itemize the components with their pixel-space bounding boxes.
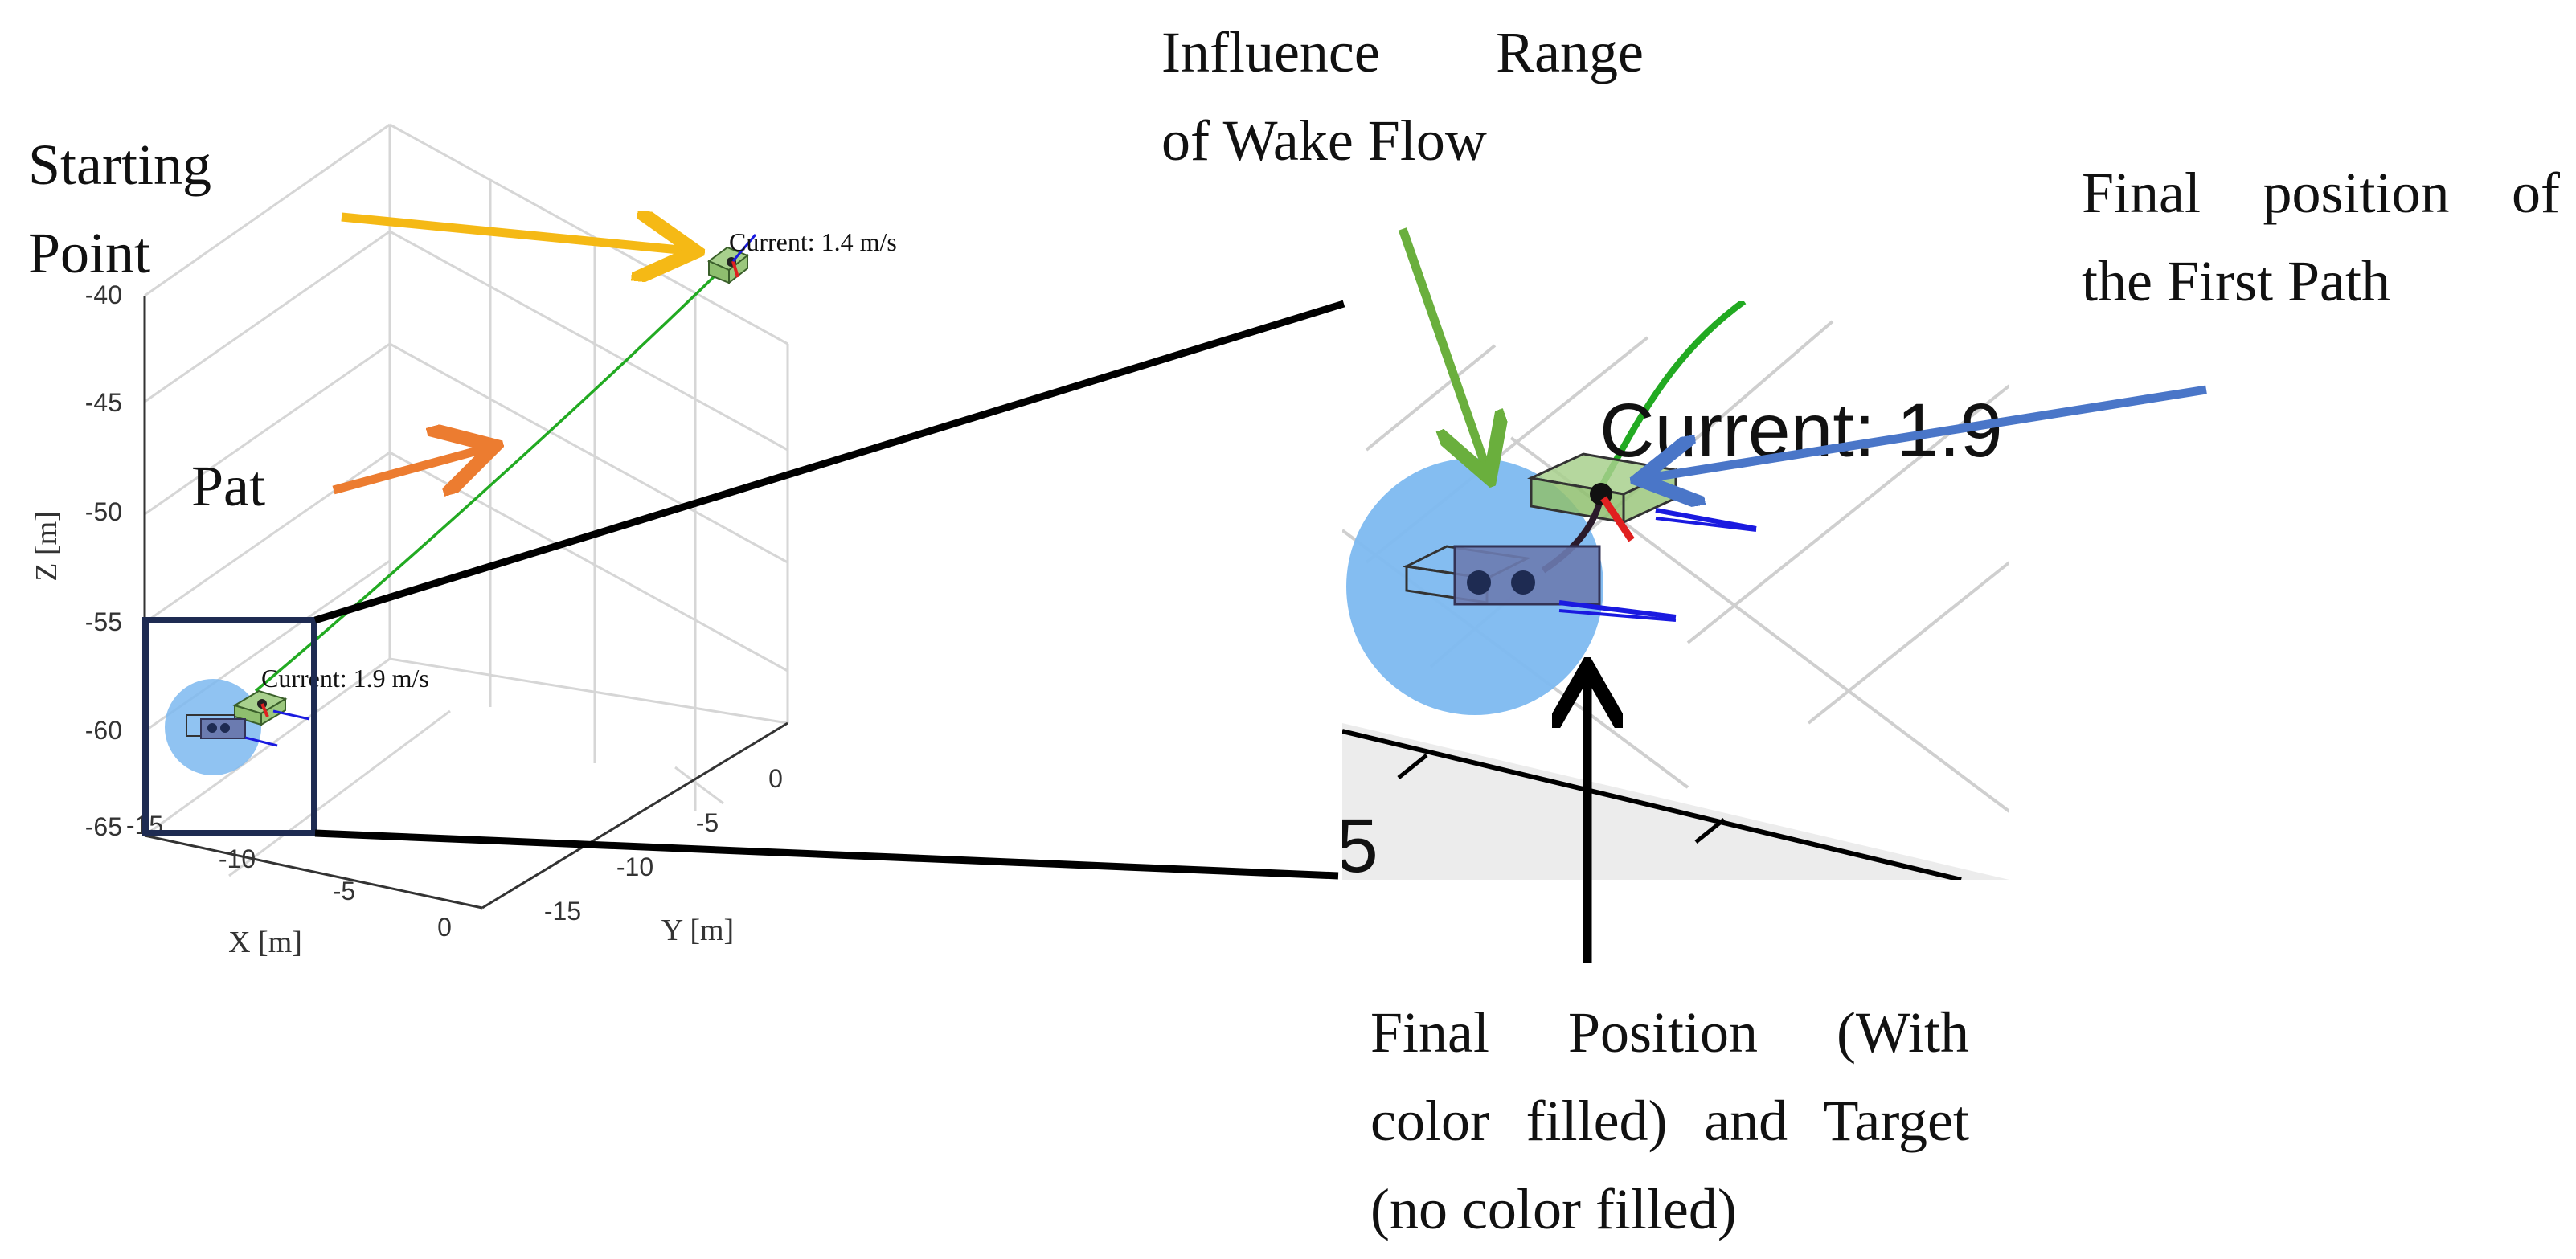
annotation-line: Final position of	[2082, 161, 2560, 225]
z-axis-label: Z [m]	[30, 511, 63, 582]
annotation-wake-flow: Influence Range of Wake Flow	[1161, 8, 1644, 185]
final-vehicle-small	[232, 689, 310, 726]
annotation-path: Pat	[191, 442, 352, 530]
z-tick: -65	[85, 812, 122, 841]
y-tick: -10	[616, 852, 653, 881]
zoom-frame	[142, 617, 317, 836]
annotation-line: Point	[28, 221, 151, 285]
z-tick: -40	[85, 280, 122, 309]
y-axis-ticks: 0 -5 -10 -15	[544, 764, 783, 926]
y-axis-label: Y [m]	[661, 914, 734, 947]
x-tick: -5	[333, 877, 355, 905]
y-tick: 0	[768, 764, 783, 793]
zoom-tick-fragment: 5	[1336, 803, 1378, 889]
annotation-line: Pat	[191, 454, 266, 518]
plot-axes	[143, 296, 788, 910]
y-tick: -15	[544, 897, 581, 926]
target-vehicle-small	[186, 714, 278, 747]
z-tick: -55	[85, 607, 122, 636]
annotation-line: Starting	[28, 133, 211, 197]
first-path-arrow	[1648, 385, 2207, 478]
annotation-final-first-path: Final position of the First Path	[2082, 149, 2560, 325]
zoom-connector-bottom	[314, 829, 1339, 880]
path-arrow	[332, 448, 486, 490]
annotation-line: (no color filled)	[1370, 1177, 1737, 1241]
z-axis-ticks: -40 -45 -50 -55 -60 -65	[85, 280, 122, 841]
z-tick: -50	[85, 497, 122, 526]
annotation-starting-point: Starting Point	[28, 121, 269, 297]
x-tick: -10	[219, 844, 256, 873]
annotation-line: color filled) and Target	[1370, 1089, 1969, 1153]
current-label-top: Current: 1.4 m/s	[729, 227, 897, 256]
annotation-line: Influence Range	[1161, 20, 1644, 84]
x-axis-label: X [m]	[228, 926, 302, 959]
vehicle-path	[254, 262, 729, 693]
z-tick: -45	[85, 388, 122, 417]
annotation-line: Final Position (With	[1370, 1000, 1969, 1065]
wake-flow-arrow	[1398, 227, 1487, 470]
annotation-final-target: Final Position (With color filled) and T…	[1370, 988, 1969, 1253]
annotation-line: the First Path	[2082, 249, 2391, 313]
start-vehicle	[707, 234, 757, 285]
x-tick: 0	[437, 913, 452, 942]
current-label-bottom: Current: 1.9 m/s	[261, 664, 429, 693]
y-tick: -5	[696, 808, 719, 837]
z-tick: -60	[85, 716, 122, 745]
annotation-line: of Wake Flow	[1161, 108, 1487, 173]
starting-point-arrow	[341, 217, 687, 251]
zoom-connector-top	[313, 300, 1345, 624]
target-vehicle-large	[1403, 545, 1677, 622]
zoom-view: Current: 1.9 5	[1336, 301, 2009, 889]
